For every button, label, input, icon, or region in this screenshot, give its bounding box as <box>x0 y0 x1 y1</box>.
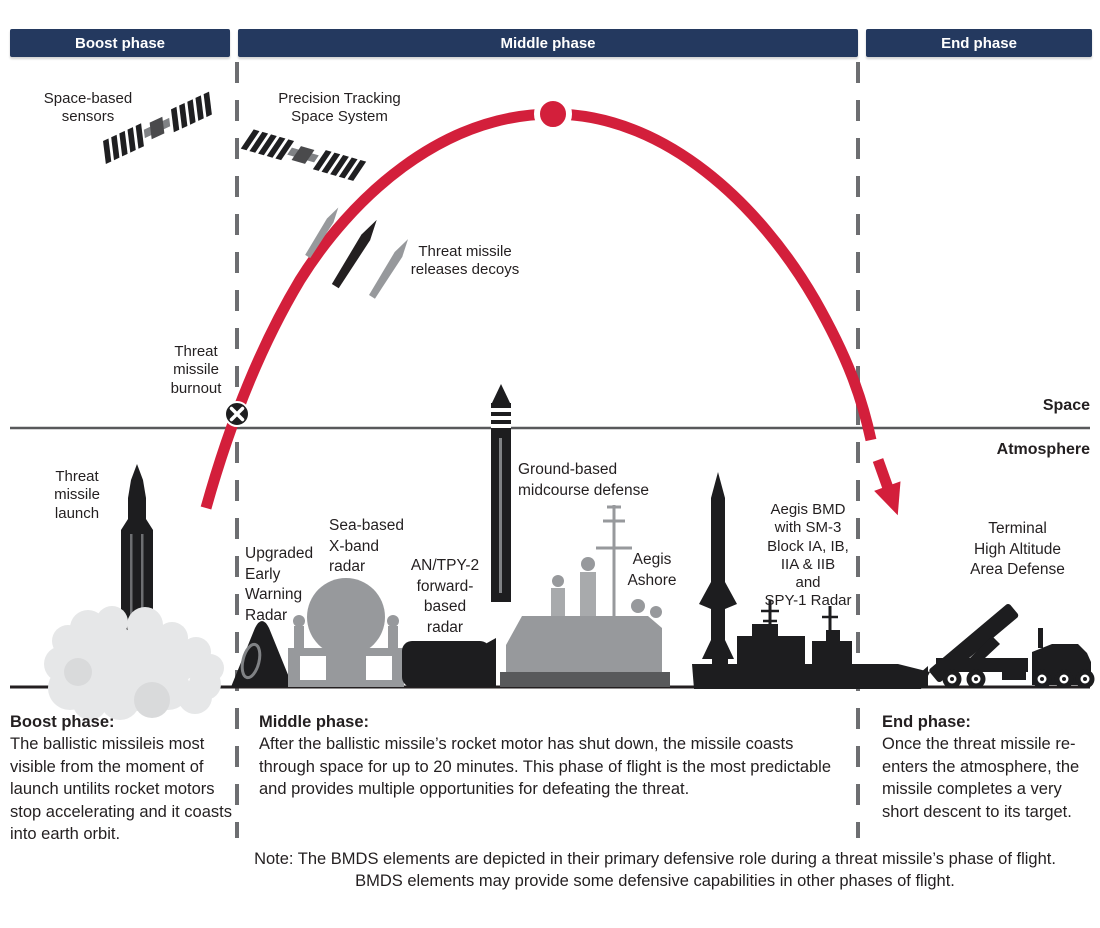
burnout-marker-icon <box>224 401 250 427</box>
aegis-ashore-label: Aegis Ashore <box>627 551 677 589</box>
burnout-label: Threat missile burnout <box>170 343 222 397</box>
aegis-bmd-label: Aegis BMD with SM-3 Block IA, IB, IIA & … <box>764 501 852 610</box>
end-description-title: End phase: <box>882 713 971 731</box>
middle-description-body: After the ballistic missile’s rocket mot… <box>259 735 832 799</box>
sm3-missile-silhouette <box>699 472 737 659</box>
gbi-interceptor-silhouette <box>491 384 511 602</box>
uewr-silhouette <box>231 621 293 687</box>
precision-tracking-satellite-icon <box>240 127 367 183</box>
an-tpy2-label: AN/TPY-2 forward- based radar <box>410 557 480 636</box>
boost-description-title: Boost phase: <box>10 713 115 731</box>
boost-description-body: The ballistic missileis most visible fro… <box>10 735 232 844</box>
aegis-ashore-building <box>500 505 670 687</box>
bmds-note: Note: The BMDS elements are depicted in … <box>254 850 1056 890</box>
aegis-ship-silhouette <box>692 600 930 689</box>
sbx-radar-silhouette <box>288 578 404 687</box>
launch-label: Threat missile launch <box>54 468 100 522</box>
gmd-label: Ground-based midcourse defense <box>518 461 649 499</box>
thaad-label: Terminal High Altitude Area Defense <box>970 520 1065 579</box>
end-phase-description: End phase: Once the threat missile re-en… <box>882 711 1097 823</box>
atmosphere-label: Atmosphere <box>996 441 1090 458</box>
space-label: Space <box>1042 397 1090 414</box>
end-description-body: Once the threat missile re-enters the at… <box>882 735 1080 821</box>
space-based-sensors-label: Space-based sensors <box>43 90 133 126</box>
precision-tracking-label: Precision Tracking Space System <box>278 90 401 126</box>
middle-phase-header: Middle phase <box>238 29 858 57</box>
sbx-label: Sea-based X-band radar <box>329 517 404 576</box>
boost-phase-header: Boost phase <box>10 29 230 57</box>
end-phase-header: End phase <box>866 29 1092 57</box>
middle-description-title: Middle phase: <box>259 713 370 731</box>
boost-phase-description: Boost phase: The ballistic missileis mos… <box>10 711 245 846</box>
trajectory-arc <box>200 108 877 510</box>
thaad-launcher-silhouette <box>903 603 1095 689</box>
uewr-label: Upgraded Early Warning Radar <box>245 545 314 624</box>
apogee-warhead-icon <box>534 95 572 133</box>
an-tpy2-radar-silhouette <box>402 638 496 687</box>
trajectory-arrow-icon <box>872 458 901 516</box>
middle-phase-description: Middle phase: After the ballistic missil… <box>259 711 834 801</box>
decoys-label: Threat missile releases decoys <box>410 243 520 279</box>
launch-smoke <box>44 606 224 720</box>
